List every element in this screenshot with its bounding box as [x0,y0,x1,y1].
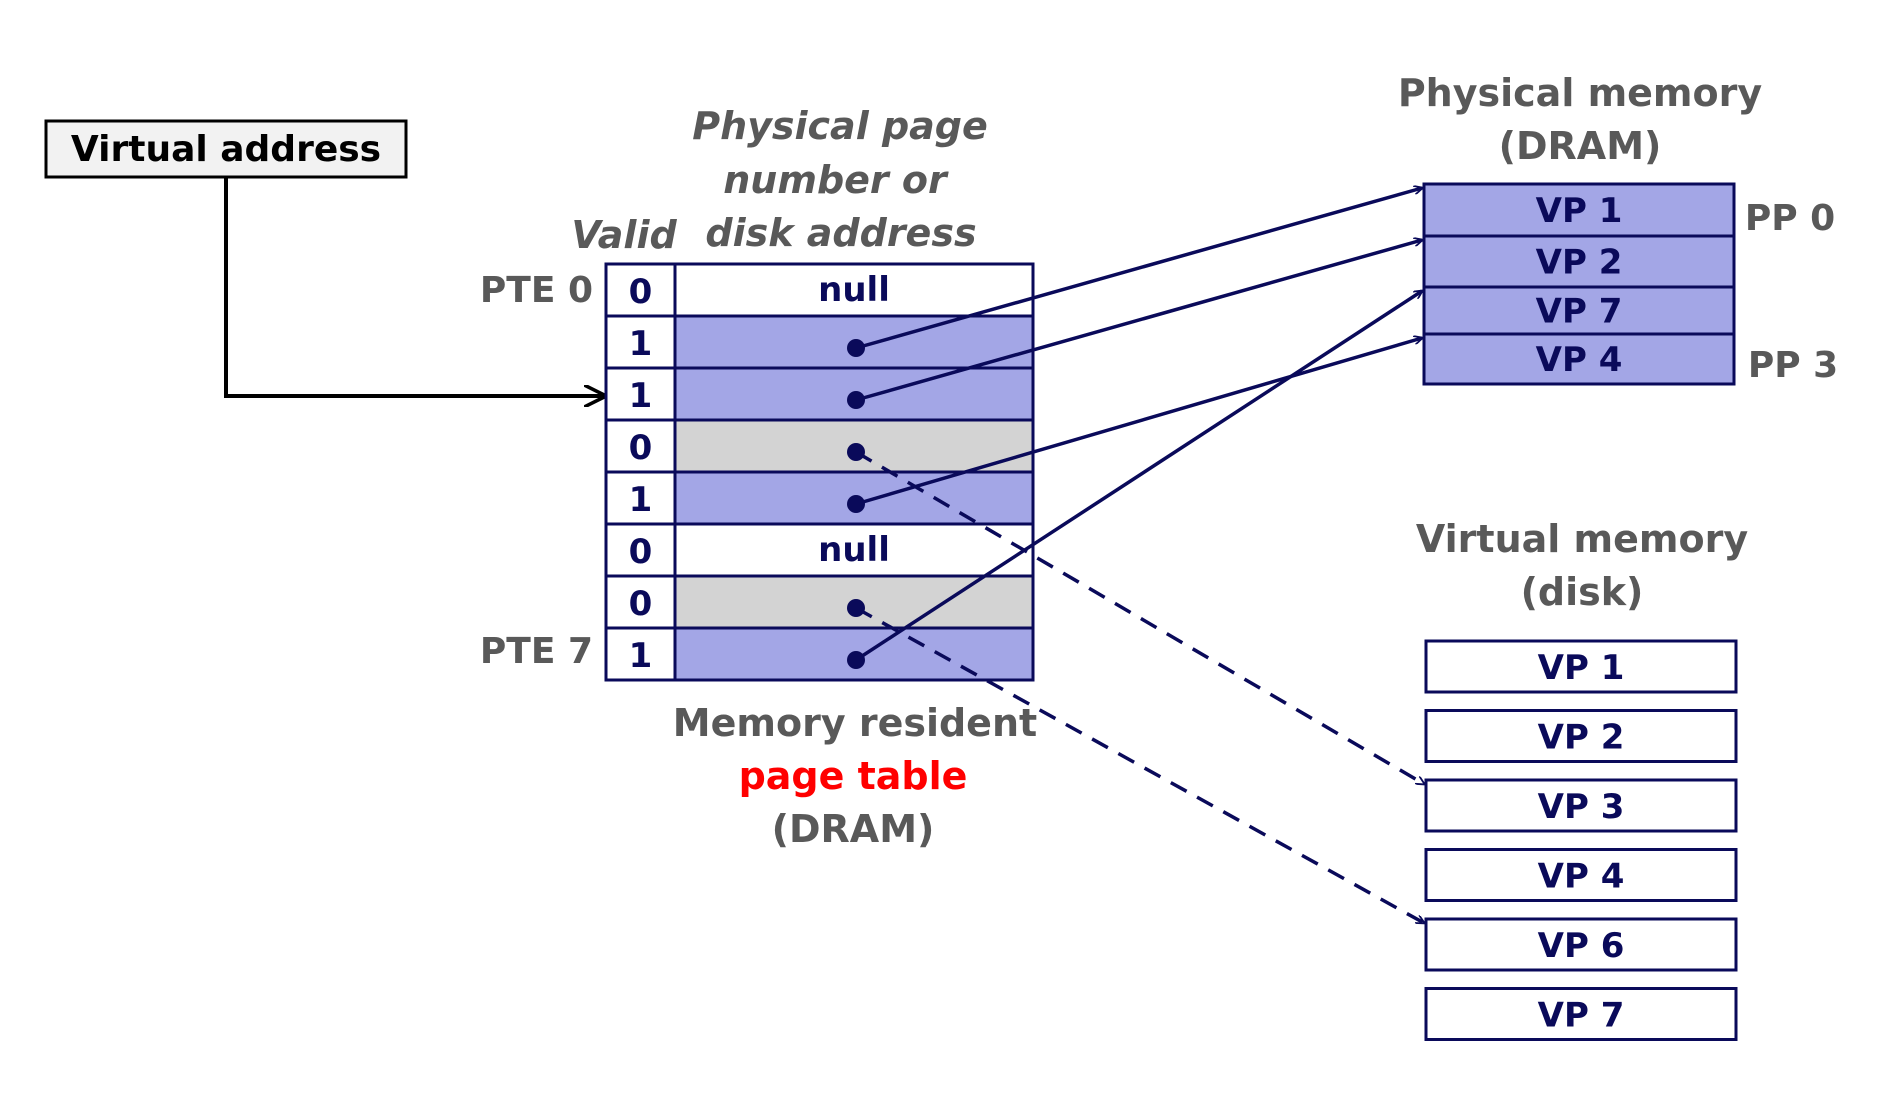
virtual-address-label: Virtual address [71,129,381,170]
pte-valid-bit: 1 [629,480,653,520]
virtual-page-label: VP 3 [1538,787,1625,827]
ppn-header-line2: number or [723,158,949,202]
mapping-line [855,450,1424,786]
virtual-page-3: VP 4 [1424,848,1738,902]
virtual-page-box [1424,848,1738,902]
mappings [847,188,1424,925]
caption-line1: Memory resident [673,701,1037,745]
pte-row-3: 0 [604,418,1035,474]
ppn-header-line3: disk address [705,211,976,255]
virtual-memory-title-line2: (disk) [1521,570,1644,614]
arrow-pte6-vp6 [847,599,1424,925]
pointer-dot [847,495,865,513]
mapping-line [855,291,1422,662]
mapping-line [855,606,1424,925]
pp-last-label: PP 3 [1748,345,1838,386]
pte-valid-bit: 1 [629,376,653,416]
caption-line3: (DRAM) [772,807,935,851]
physical-page-label: VP 7 [1536,292,1623,332]
caption-line2: page table [739,754,968,798]
physical-page-label: VP 2 [1536,243,1623,283]
physical-page-label: VP 1 [1536,191,1623,231]
physical-memory: VP 1 VP 2 VP 7 VP 4 [1422,182,1736,386]
virtual-page-box [1424,917,1738,972]
arrow-pte4-pp3 [847,338,1422,513]
pte-row-0: 0 null [604,262,1035,318]
pointer-dot [847,339,865,357]
ppn-header: Physical page number or disk address [692,104,988,255]
virtual-page-label: VP 6 [1538,926,1625,966]
virtual-page-box [1424,639,1738,694]
pte-row-2: 1 [604,366,1035,422]
pte-valid-bit: 1 [629,636,653,676]
pte-valid-bit: 0 [629,428,653,468]
physical-page-3: VP 4 [1422,332,1736,386]
physical-page-1: VP 2 [1422,234,1736,289]
arrow-pte1-pp0 [847,188,1422,357]
pointer-dot [847,651,865,669]
virtual-page-box [1424,778,1738,833]
physical-page-box [1422,332,1736,386]
virtual-page-label: VP 7 [1538,996,1625,1036]
virtual-page-4: VP 6 [1424,917,1738,972]
virtual-memory-title-line1: Virtual memory [1416,517,1748,561]
ppn-header-line1: Physical page [692,104,988,148]
pp-first-label: PP 0 [1745,198,1835,239]
pte-valid-cell [604,262,677,318]
physical-memory-title-line1: Physical memory [1398,71,1763,115]
pte-row-6: 0 [604,574,1035,630]
virtual-page-0: VP 1 [1424,639,1738,694]
pte-valid-bit: 1 [629,324,653,364]
virtual-memory: VP 1 VP 2 VP 3 VP 4 VP 6 VP 7 [1424,639,1738,1041]
virtual-page-2: VP 3 [1424,778,1738,833]
pointer-dot [847,443,865,461]
virtual-page-label: VP 1 [1538,648,1625,688]
physical-page-box [1422,285,1736,336]
physical-page-label: VP 4 [1536,340,1623,380]
mapping-line [855,338,1422,506]
pointer-dot [847,391,865,409]
pte-null-text: null [818,270,890,310]
arrow-pte3-vp3 [847,443,1424,786]
pte-valid-bit: 0 [629,584,653,624]
physical-page-2: VP 7 [1422,285,1736,336]
pte-valid-bit: 0 [629,532,653,572]
physical-page-0: VP 1 [1422,182,1736,238]
virtual-page-box [1424,987,1738,1041]
pointer-dot [847,599,865,617]
page-table-caption: Memory resident page table (DRAM) [673,701,1037,851]
virtual-address-box: Virtual address [44,119,408,179]
arrow-pte2-pp1 [847,240,1422,409]
virtual-page-label: VP 2 [1538,718,1625,758]
physical-memory-title-line2: (DRAM) [1499,124,1662,168]
virtual-page-1: VP 2 [1424,709,1738,763]
pte-row-5: 0 null [604,522,1035,578]
mapping-line [855,188,1422,350]
physical-page-box [1422,234,1736,289]
valid-header: Valid [571,213,677,257]
mapping-line [855,240,1422,402]
virtual-address-arrow [224,177,604,396]
virtual-page-5: VP 7 [1424,987,1738,1041]
pte-valid-bit: 0 [629,272,653,312]
virtual-page-label: VP 4 [1538,857,1625,897]
pte-valid-cell [604,626,677,682]
virtual-page-box [1424,709,1738,763]
pte-first-label: PTE 0 [480,270,593,311]
pte-null-text: null [818,530,890,570]
pte-address-cell [673,522,1035,578]
pte-row-1: 1 [604,314,1035,370]
pte-last-label: PTE 7 [480,631,593,672]
arrow-pte7-pp2 [847,291,1422,669]
